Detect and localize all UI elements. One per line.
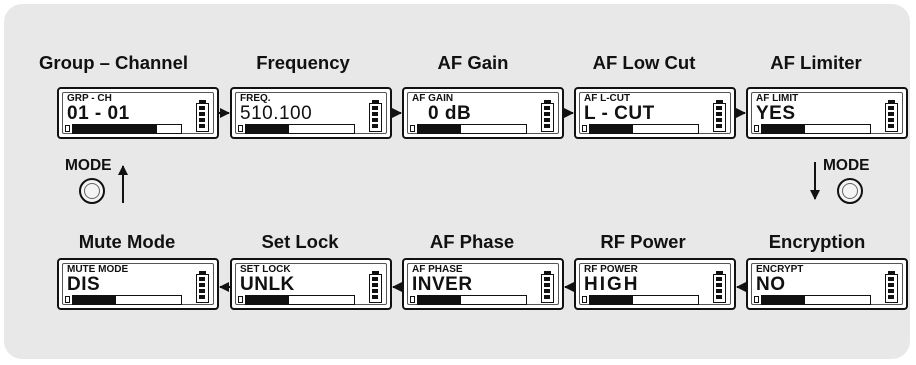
lcd-label: AF GAIN (412, 93, 454, 104)
lcd-label: AF L-CUT (584, 93, 631, 104)
step-title-frequency: Frequency (256, 52, 350, 73)
battery-icon (541, 100, 554, 132)
mode-label-right: MODE (823, 157, 870, 174)
speaker-icon (582, 125, 587, 132)
level-meter (410, 295, 528, 305)
level-meter (238, 124, 356, 134)
level-meter (238, 295, 356, 305)
lcd-value: HIGH (584, 274, 640, 295)
speaker-icon (410, 125, 415, 132)
step-title-mute-mode: Mute Mode (78, 231, 176, 252)
lcd-group-channel: GRP - CH 01 - 01 (57, 87, 219, 139)
speaker-icon (65, 125, 70, 132)
battery-icon (713, 100, 726, 132)
battery-icon (369, 271, 382, 303)
level-meter (65, 124, 183, 134)
step-title-set-lock: Set Lock (261, 231, 339, 252)
lcd-value: L - CUT (584, 103, 655, 124)
lcd-af-low-cut: AF L-CUT L - CUT (574, 87, 736, 139)
mode-button-right[interactable] (837, 178, 863, 204)
level-meter (754, 295, 872, 305)
step-title-af-low-cut: AF Low Cut (592, 52, 696, 73)
lcd-value: 01 - 01 (67, 103, 130, 124)
lcd-af-phase: AF PHASE INVER (402, 258, 564, 310)
speaker-icon (754, 296, 759, 303)
speaker-icon (754, 125, 759, 132)
battery-icon (713, 271, 726, 303)
battery-icon (196, 271, 209, 303)
level-meter (410, 124, 528, 134)
lcd-value: DIS (67, 274, 101, 295)
mode-label-left: MODE (65, 157, 112, 174)
battery-icon (541, 271, 554, 303)
lcd-label: ENCRYPT (756, 264, 804, 275)
lcd-label: AF PHASE (412, 264, 463, 275)
lcd-label: AF LIMIT (756, 93, 799, 104)
step-title-af-gain: AF Gain (437, 52, 509, 73)
lcd-label: SET LOCK (240, 264, 291, 275)
lcd-value: 0 dB (428, 103, 472, 124)
step-title-encryption: Encryption (768, 231, 866, 252)
lcd-value: UNLK (240, 274, 295, 295)
lcd-label: GRP - CH (67, 93, 112, 104)
lcd-frequency: FREQ. 510.100 (230, 87, 392, 139)
battery-icon (196, 100, 209, 132)
level-meter (582, 124, 700, 134)
lcd-label: MUTE MODE (67, 264, 129, 275)
step-title-af-limiter: AF Limiter (770, 52, 862, 73)
step-title-af-phase: AF Phase (429, 231, 515, 252)
lcd-label: FREQ. (240, 93, 271, 104)
lcd-label: RF POWER (584, 264, 638, 275)
lcd-set-lock: SET LOCK UNLK (230, 258, 392, 310)
lcd-encryption: ENCRYPT NO (746, 258, 908, 310)
lcd-mute-mode: MUTE MODE DIS (57, 258, 219, 310)
lcd-value: 510.100 (240, 103, 313, 124)
lcd-value: NO (756, 274, 786, 295)
lcd-value: YES (756, 103, 796, 124)
speaker-icon (582, 296, 587, 303)
level-meter (65, 295, 183, 305)
step-title-group-channel: Group – Channel (39, 52, 189, 73)
speaker-icon (238, 125, 243, 132)
lcd-af-gain: AF GAIN 0 dB (402, 87, 564, 139)
speaker-icon (410, 296, 415, 303)
level-meter (754, 124, 872, 134)
battery-icon (885, 271, 898, 303)
lcd-value: INVER (412, 274, 473, 295)
step-title-rf-power: RF Power (600, 231, 686, 252)
level-meter (582, 295, 700, 305)
speaker-icon (238, 296, 243, 303)
battery-icon (369, 100, 382, 132)
lcd-af-limiter: AF LIMIT YES (746, 87, 908, 139)
mode-button-left[interactable] (79, 178, 105, 204)
battery-icon (885, 100, 898, 132)
speaker-icon (65, 296, 70, 303)
lcd-rf-power: RF POWER HIGH (574, 258, 736, 310)
